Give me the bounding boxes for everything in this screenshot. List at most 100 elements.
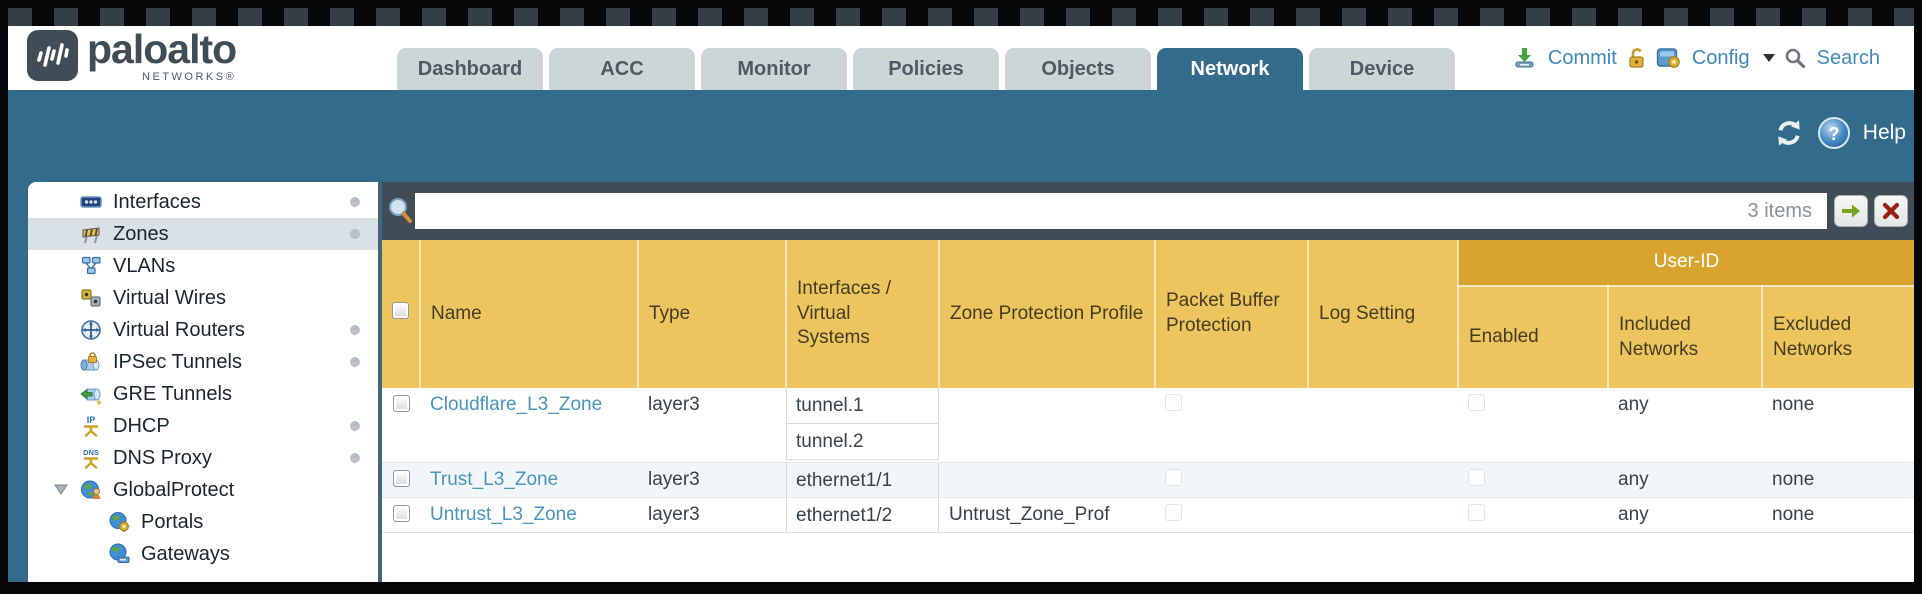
tab-acc[interactable]: ACC [549, 48, 695, 90]
commit-button[interactable]: Commit [1547, 46, 1617, 69]
collapse-triangle-icon[interactable] [54, 484, 68, 496]
excluded-networks-cell: none [1772, 468, 1815, 490]
config-menu[interactable]: Config [1691, 46, 1750, 69]
search-button[interactable]: Search [1816, 46, 1880, 69]
col-header-enabled[interactable]: Enabled [1458, 286, 1609, 388]
sidebar-item-dns-proxy[interactable]: DNS DNS Proxy [28, 442, 378, 474]
tab-objects[interactable]: Objects [1005, 48, 1151, 90]
zone-type-cell: layer3 [648, 468, 700, 490]
logo-sub-text: NETWORKS® [142, 71, 237, 83]
user-id-enabled-checkbox[interactable] [1468, 503, 1485, 521]
included-networks-cell: any [1608, 497, 1762, 533]
tab-dashboard[interactable]: Dashboard [397, 48, 543, 90]
config-caret-icon[interactable] [1762, 54, 1775, 62]
sidebar-item-interfaces[interactable]: Interfaces [28, 186, 378, 218]
col-header-type[interactable]: Type [638, 240, 787, 388]
item-count-label: 3 items [1747, 200, 1812, 222]
row-checkbox[interactable] [392, 504, 410, 522]
sidebar-item-virtual-routers[interactable]: Virtual Routers [28, 314, 378, 346]
zone-interfaces-cell: ethernet1/2 [786, 497, 939, 533]
zones-icon [82, 227, 100, 244]
sidebar-item-zones[interactable]: Zones [28, 218, 378, 250]
sidebar-item-label: VLANs [113, 254, 176, 277]
sidebar-item-portals[interactable]: Portals [28, 506, 378, 538]
refresh-icon[interactable] [1773, 117, 1805, 149]
col-header-excluded-networks[interactable]: Excluded Networks [1762, 286, 1915, 388]
content-stage: Interfaces Zones [8, 182, 1915, 582]
tab-monitor[interactable]: Monitor [701, 48, 847, 90]
row-checkbox[interactable] [392, 469, 410, 487]
sidebar-item-vlans[interactable]: VLANs [28, 250, 378, 282]
col-header-name[interactable]: Name [420, 240, 639, 388]
zone-name-link[interactable]: Cloudflare_L3_Zone [430, 394, 603, 415]
sidebar-item-label: GlobalProtect [113, 478, 235, 501]
zone-name-link[interactable]: Trust_L3_Zone [430, 468, 559, 490]
filter-search-icon[interactable] [387, 197, 413, 225]
packet-buffer-checkbox[interactable] [1165, 468, 1182, 486]
network-sidebar: Interfaces Zones [28, 182, 380, 582]
col-header-included-networks[interactable]: Included Networks [1608, 286, 1763, 388]
sidebar-item-gateways[interactable]: Gateways [28, 538, 378, 570]
svg-text:DNS: DNS [83, 448, 99, 457]
user-id-enabled-checkbox[interactable] [1468, 468, 1485, 486]
interface-entry: tunnel.1 [786, 388, 939, 424]
dhcp-icon: IP [83, 415, 99, 437]
col-header-packet-buffer[interactable]: Packet Buffer Protection [1155, 240, 1309, 388]
tab-network[interactable]: Network [1157, 48, 1303, 90]
filter-input[interactable] [415, 193, 1827, 229]
col-header-zone-protection[interactable]: Zone Protection Profile [939, 240, 1156, 388]
log-setting-cell [1308, 462, 1458, 497]
filter-bar: 3 items [382, 182, 1914, 240]
paloalto-logo-icon [27, 30, 78, 81]
included-networks-cell: any [1618, 394, 1649, 415]
col-header-log-setting[interactable]: Log Setting [1308, 240, 1459, 388]
zones-table: Name Type Interfaces / Virtual Systems Z… [382, 240, 1915, 533]
search-icon[interactable] [1784, 47, 1806, 69]
sidebar-item-dhcp[interactable]: IP DHCP [28, 410, 378, 442]
unlock-icon[interactable] [1626, 47, 1647, 69]
red-x-icon [1882, 202, 1900, 220]
sidebar-item-label: Interfaces [113, 190, 201, 213]
sidebar-item-gre-tunnels[interactable]: GRE Tunnels [28, 378, 378, 410]
sidebar-item-label: DNS Proxy [113, 446, 212, 469]
user-id-enabled-checkbox[interactable] [1468, 394, 1485, 411]
zone-name-link[interactable]: Untrust_L3_Zone [430, 503, 577, 525]
select-all-header [382, 240, 421, 388]
help-label[interactable]: Help [1862, 121, 1906, 144]
select-all-checkbox[interactable] [392, 301, 409, 319]
log-setting-cell [1308, 497, 1458, 533]
help-icon[interactable]: ? [1817, 116, 1851, 150]
row-checkbox[interactable] [392, 395, 410, 412]
item-dot [350, 325, 360, 335]
paloalto-logo: paloalto NETWORKS® [26, 29, 237, 83]
item-dot [350, 453, 360, 463]
main-nav-tabs: Dashboard ACC Monitor Policies Objects N… [397, 48, 1455, 90]
tab-device[interactable]: Device [1309, 48, 1455, 90]
item-dot [350, 421, 360, 431]
sidebar-item-label: GRE Tunnels [113, 382, 232, 405]
portals-icon [109, 512, 130, 532]
gateways-icon [109, 543, 130, 563]
col-header-interfaces[interactable]: Interfaces / Virtual Systems [786, 240, 940, 388]
interface-entry: ethernet1/1 [786, 462, 939, 497]
packet-buffer-checkbox[interactable] [1165, 503, 1182, 521]
apply-filter-button[interactable] [1834, 195, 1868, 227]
table-row-untrust-zone: Untrust_L3_Zone layer3 ethernet1/2 Untru… [382, 497, 1915, 533]
zone-type-cell: layer3 [638, 497, 786, 533]
sidebar-item-label: Virtual Wires [113, 286, 226, 309]
virtual-routers-icon [81, 320, 101, 340]
sidebar-item-ipsec-tunnels[interactable]: IPSec Tunnels [28, 346, 378, 378]
sidebar-item-label: Virtual Routers [113, 318, 245, 341]
tab-policies[interactable]: Policies [853, 48, 999, 90]
config-icon[interactable] [1656, 47, 1681, 69]
clear-filter-button[interactable] [1874, 195, 1908, 227]
zone-interfaces-cell: tunnel.1 tunnel.2 [786, 388, 939, 462]
subheader-band: ? Help [8, 90, 1914, 182]
excluded-networks-cell: none [1762, 497, 1915, 533]
sidebar-item-virtual-wires[interactable]: Virtual Wires [28, 282, 378, 314]
packet-buffer-checkbox[interactable] [1165, 394, 1182, 411]
commit-icon[interactable] [1513, 46, 1537, 70]
zone-protection-cell: Untrust_Zone_Prof [939, 497, 1155, 533]
sidebar-item-globalprotect[interactable]: GlobalProtect [28, 474, 378, 506]
